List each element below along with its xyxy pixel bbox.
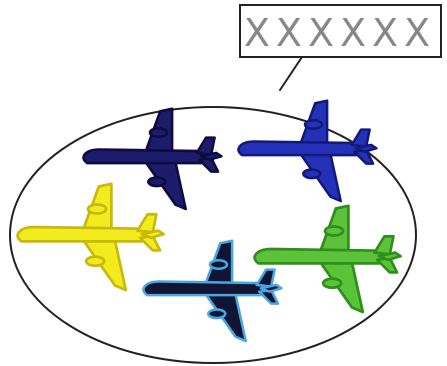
- airplane-yellow: [18, 184, 164, 290]
- label-box-text: XXXXXX: [244, 11, 436, 55]
- airplane-blue: [238, 101, 376, 201]
- leader-line: [280, 57, 302, 90]
- airplane-green: [255, 206, 401, 312]
- label-box: XXXXXX: [240, 5, 441, 57]
